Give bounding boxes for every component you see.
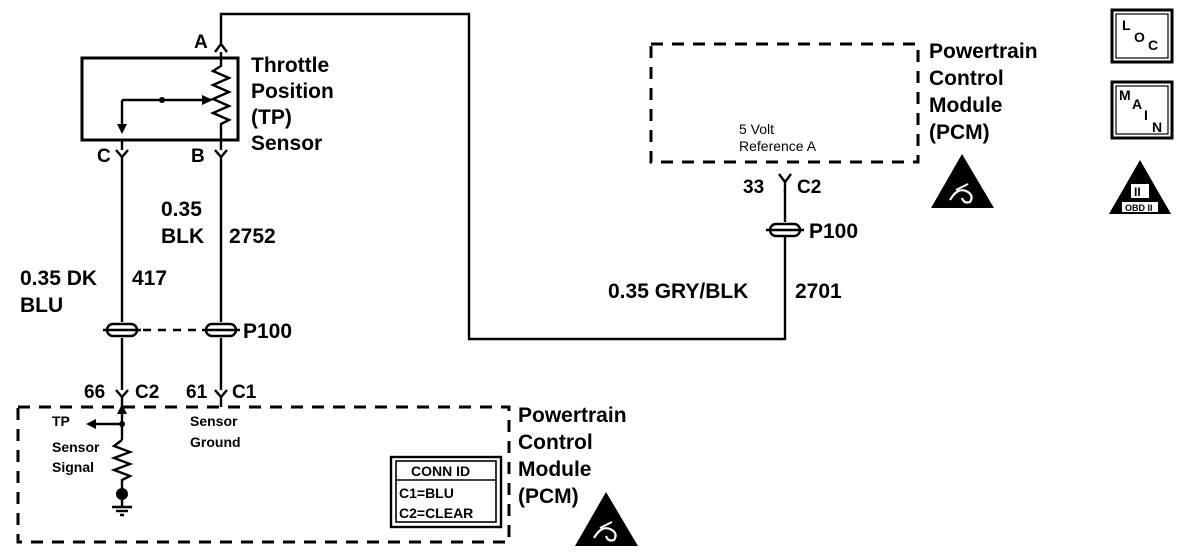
loc-badge-c: C — [1148, 37, 1158, 53]
signal-label-line-2: Sensor — [52, 439, 100, 455]
terminal-b-symbol — [214, 149, 228, 159]
loc-badge-o: O — [1134, 29, 1145, 45]
pcm-bottom: 66 C2 61 C1 TP Sensor Signal Sensor Grou… — [16, 382, 638, 546]
pcm-bottom-conn-c2: C2 — [135, 382, 159, 403]
terminal-a-symbol — [214, 42, 228, 53]
pcm-bottom-title: Powertrain Control Module (PCM) — [518, 404, 632, 508]
obd-ii-icon: II OBD II — [1109, 160, 1171, 214]
wire-417-gauge-line-2: BLU — [20, 294, 63, 317]
tp-sensor-wiper-arrow — [202, 95, 213, 105]
p100-right-label: P100 — [809, 220, 858, 243]
signal-tap-arrow — [86, 419, 96, 429]
terminal-a-label: A — [194, 32, 208, 53]
loc-badge-l: L — [1122, 17, 1131, 33]
pcm-top-circuit-line-2: Reference A — [739, 138, 817, 154]
tp-sensor-title: Throttle Position (TP) Sensor — [251, 54, 340, 155]
main-badge-n: N — [1152, 119, 1162, 135]
wire-417-gauge-line-1: 0.35 DK — [20, 267, 97, 290]
conn-id-line-1: C1=BLU — [399, 485, 454, 501]
pcm-top-title-line-2: Control — [929, 67, 1004, 90]
wire-417-gauge: 0.35 DK BLU — [20, 267, 103, 317]
tp-sensor-title-line-1: Throttle — [251, 54, 329, 77]
ground-label-line-1: Sensor — [190, 413, 238, 429]
pcm-bottom-box — [16, 405, 511, 544]
signal-label-line-3: Signal — [52, 459, 94, 475]
signal-arrow — [117, 404, 127, 414]
pcm-top-title-line-3: Module — [929, 94, 1003, 117]
esd-warning-icon — [931, 154, 994, 208]
pcm-bottom-title-line-4: (PCM) — [518, 485, 579, 508]
wire-2752-gauge: 0.35 BLK — [161, 198, 208, 248]
pcm-top-circuit-label: 5 Volt Reference A — [739, 121, 817, 154]
main-badge-m: M — [1119, 87, 1131, 103]
pcm-bottom-title-line-1: Powertrain — [518, 404, 627, 427]
pcm-bottom-pin-61: 61 — [186, 382, 208, 403]
tp-sensor-wiper-dot — [159, 97, 165, 103]
pcm-bottom-terminal-66-symbol — [115, 389, 129, 399]
wire-2701 — [219, 12, 787, 341]
pcm-top: 5 Volt Reference A 33 C2 Powertrain Cont… — [649, 40, 1043, 208]
tp-sensor-link-arrow — [117, 124, 127, 134]
wire-2752-circuit: 2752 — [229, 225, 276, 248]
terminal-c-label: C — [97, 146, 111, 167]
p100-connector-left — [103, 322, 240, 338]
tp-sensor-title-line-2: Position — [251, 80, 334, 103]
ground-node — [116, 488, 128, 500]
p100-left-label: P100 — [243, 320, 292, 343]
pcm-top-title: Powertrain Control Module (PCM) — [929, 40, 1043, 144]
pcm-bottom-title-line-3: Module — [518, 458, 592, 481]
obd-text: OBD II — [1125, 203, 1153, 213]
esd-warning-icon-bottom — [575, 492, 638, 546]
conn-id-title: CONN ID — [411, 463, 470, 479]
pcm-top-circuit-line-1: 5 Volt — [739, 121, 774, 137]
tp-sensor-box — [80, 56, 240, 142]
pcm-top-title-line-1: Powertrain — [929, 40, 1038, 63]
wire-2752-gauge-line-1: 0.35 — [161, 198, 202, 221]
ground-icon — [112, 500, 132, 517]
pcm-top-title-line-4: (PCM) — [929, 121, 990, 144]
pcm-bottom-terminal-61-symbol — [214, 389, 228, 399]
pcm-bottom-title-line-2: Control — [518, 431, 593, 454]
conn-id-line-2: C2=CLEAR — [399, 505, 473, 521]
signal-label: TP Sensor Signal — [52, 413, 103, 475]
wire-417-circuit: 417 — [132, 267, 167, 290]
tp-sensor-title-line-4: Sensor — [251, 132, 322, 155]
obd-numeral: II — [1134, 185, 1141, 199]
conn-id-box: CONN ID C1=BLU C2=CLEAR — [389, 455, 503, 529]
wire-2701-circuit: 2701 — [795, 280, 842, 303]
pcm-top-terminal-symbol — [778, 173, 792, 184]
main-badge-icon: M A I N — [1110, 80, 1174, 140]
terminal-c-symbol — [115, 149, 129, 159]
terminal-b-label: B — [191, 146, 205, 167]
ground-label: Sensor Ground — [190, 413, 241, 450]
pcm-top-connector: C2 — [797, 177, 821, 198]
pcm-pullup-resistor — [110, 439, 134, 490]
wire-2701-gauge: 0.35 GRY/BLK — [608, 280, 748, 303]
tp-sensor-resistor — [210, 52, 232, 150]
pcm-bottom-pin-66: 66 — [84, 382, 105, 403]
main-badge-i: I — [1144, 107, 1148, 123]
ground-label-line-2: Ground — [190, 434, 241, 450]
pcm-top-box — [649, 42, 920, 164]
tp-sensor-title-line-3: (TP) — [251, 106, 292, 129]
pcm-bottom-conn-c1: C1 — [232, 382, 257, 403]
tp-sensor: A C B Throttle Position (TP) Sensor — [80, 32, 340, 167]
main-badge-a: A — [1132, 96, 1142, 112]
wire-2752-gauge-line-2: BLK — [161, 225, 204, 248]
p100-connector-right — [766, 222, 804, 238]
pcm-top-pin: 33 — [743, 177, 764, 198]
loc-badge-icon: L O C — [1110, 8, 1174, 64]
signal-label-line-1: TP — [52, 413, 70, 429]
